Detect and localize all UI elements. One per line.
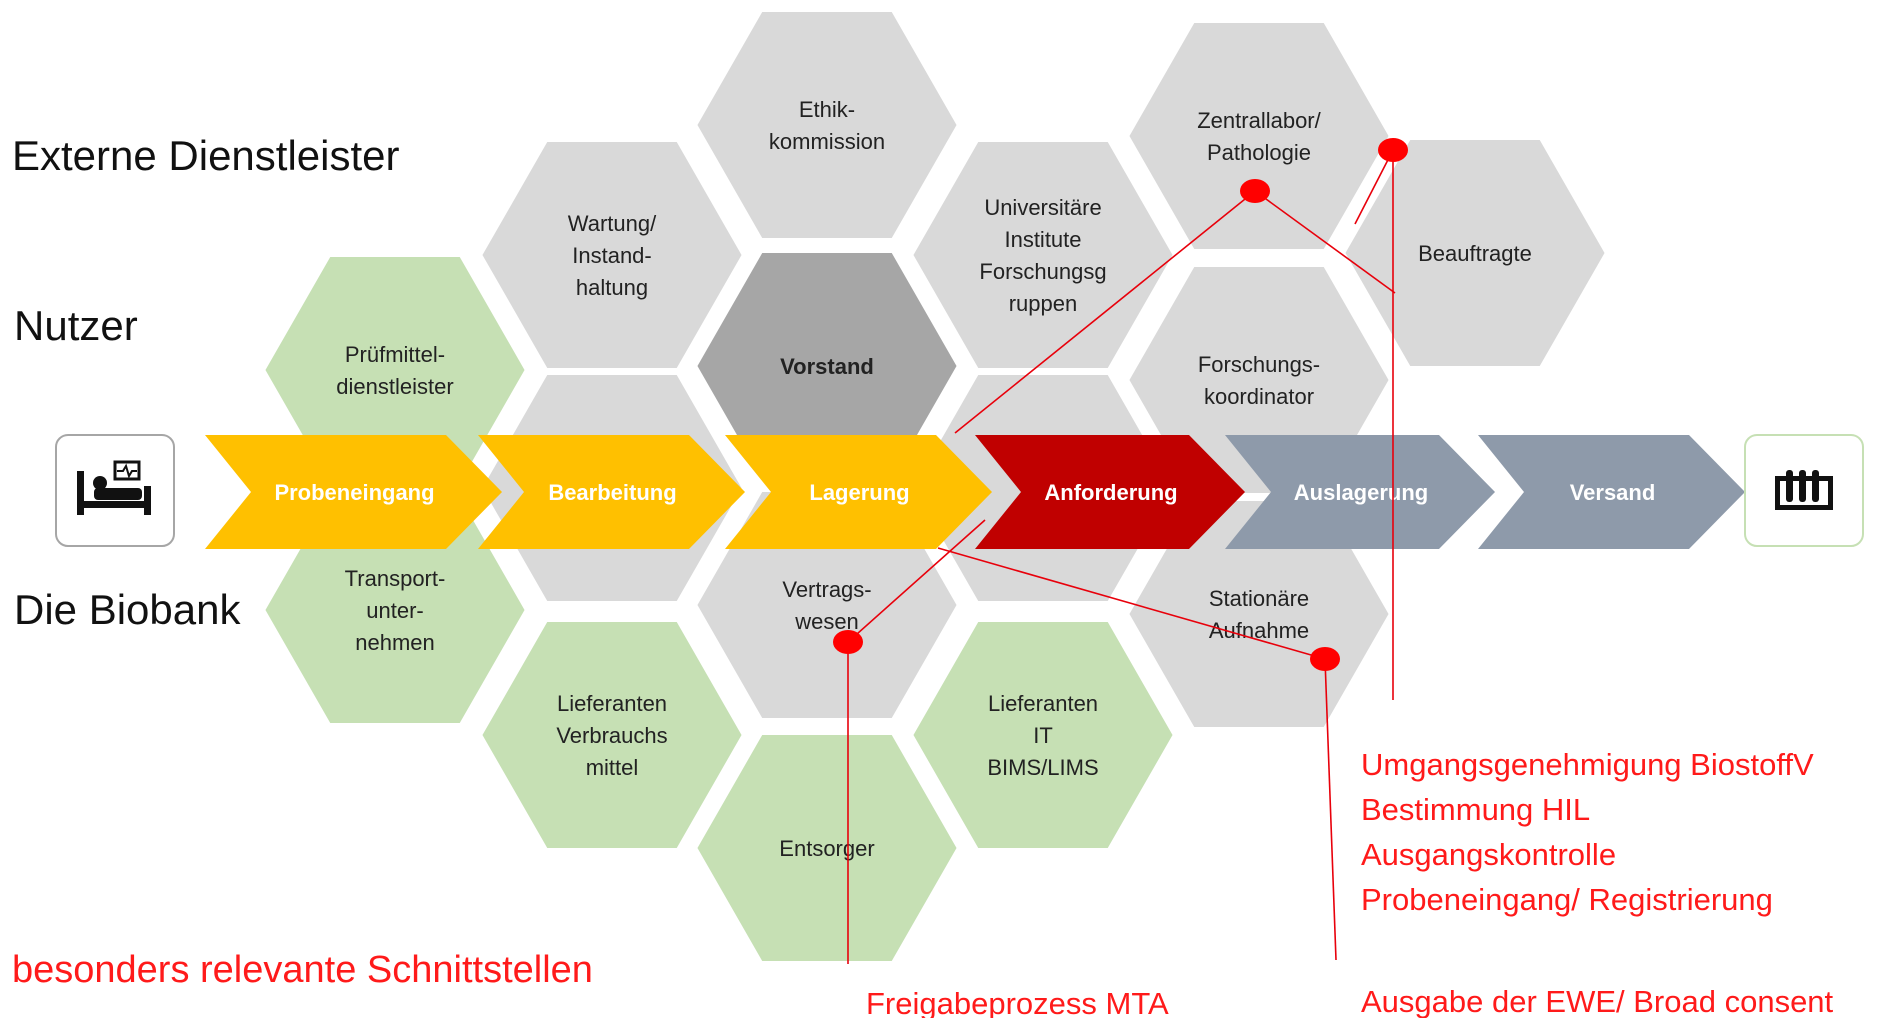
process-step-auslagerung: Auslagerung xyxy=(1225,435,1495,549)
chevron-shape xyxy=(725,435,992,549)
hexagon-label: BIMS/LIMS xyxy=(987,755,1098,780)
hexagon-label: unter- xyxy=(366,598,423,623)
process-chain: Probeneingang Bearbeitung Lagerung Anforder… xyxy=(205,435,1745,549)
end-icon-box xyxy=(1744,434,1864,547)
process-step-label: Probeneingang xyxy=(274,480,434,505)
connector-line xyxy=(1254,190,1396,294)
chevron-shape xyxy=(205,435,502,549)
interface-item: Umgangsgenehmigung BiostoffV xyxy=(1361,747,1814,782)
hexagon-ethik: Ethik-kommission xyxy=(690,6,964,244)
freigabe-label: Freigabeprozess MTA xyxy=(866,986,1169,1018)
hexagon-wartung: Wartung/Instand-haltung xyxy=(475,136,749,374)
hexagon-label: Entsorger xyxy=(779,836,874,861)
hexagon-label: Prüfmittel- xyxy=(345,342,445,367)
chevron-shape xyxy=(1225,435,1495,549)
hexagon-label: kommission xyxy=(769,129,885,154)
label-biobank: Die Biobank xyxy=(14,586,241,633)
hexagon-label: haltung xyxy=(576,275,648,300)
hexagon-label: Ethik- xyxy=(799,97,855,122)
hexagon-label: Forschungsg xyxy=(979,259,1106,284)
process-step-label: Versand xyxy=(1570,480,1656,505)
interface-item: Bestimmung HIL xyxy=(1361,792,1590,827)
hexagon-label: Lieferanten xyxy=(988,691,1098,716)
hexagon-label: Transport- xyxy=(345,566,446,591)
hexagon-label: Institute xyxy=(1004,227,1081,252)
hexagon-entsorger: Entsorger xyxy=(690,729,964,967)
hexagon-label: Lieferanten xyxy=(557,691,667,716)
hexagon-shape xyxy=(1122,17,1396,255)
chevron-shape xyxy=(1478,435,1745,549)
hexagon-shape xyxy=(475,616,749,854)
hexagon-shape xyxy=(906,616,1180,854)
chevron-shape xyxy=(975,435,1245,549)
hexagon-pruefmittel: Prüfmittel-dienstleister xyxy=(258,251,532,489)
test-tube-rack-icon xyxy=(1775,470,1833,510)
hexagon-vorstand: Vorstand xyxy=(690,247,964,485)
hexagon-beauftragte: Beauftragte xyxy=(1338,134,1612,372)
interface-connectors xyxy=(847,149,1396,964)
process-step-label: Auslagerung xyxy=(1294,480,1428,505)
interface-item: Ausgangskontrolle xyxy=(1361,837,1616,872)
hexagon-shape xyxy=(906,136,1180,374)
hexagon-label: Pathologie xyxy=(1207,140,1311,165)
hexagon-shape xyxy=(690,729,964,967)
hexagon-shape xyxy=(690,6,964,244)
interface-dots xyxy=(833,138,1408,671)
hexagon-label: mittel xyxy=(586,755,639,780)
hexagon-label: ruppen xyxy=(1009,291,1078,316)
hospital-bed-icon xyxy=(77,460,151,515)
hexagon-shape xyxy=(1338,134,1612,372)
hexagon-label: nehmen xyxy=(355,630,435,655)
chevron-shape xyxy=(478,435,745,549)
process-step-versand: Versand xyxy=(1478,435,1745,549)
hexagon-label: Universitäre xyxy=(984,195,1101,220)
process-step-lagerung: Lagerung xyxy=(725,435,992,549)
hexagon-label: Beauftragte xyxy=(1418,241,1532,266)
hexagon-label: wesen xyxy=(794,609,859,634)
hexagon-label: Forschungs- xyxy=(1198,352,1320,377)
interface-item: Probeneingang/ Registrierung xyxy=(1361,882,1773,917)
process-step-label: Lagerung xyxy=(809,480,909,505)
interface-dot xyxy=(1240,179,1270,203)
connector-line xyxy=(954,190,1256,434)
hexagon-label: IT xyxy=(1033,723,1053,748)
interface-list: Umgangsgenehmigung BiostoffV Bestimmung … xyxy=(1361,747,1814,917)
hexagon-shape xyxy=(475,136,749,374)
connector-line xyxy=(847,519,986,643)
hexagon-label: Vorstand xyxy=(780,354,874,379)
hexagon-label: Zentrallabor/ xyxy=(1197,108,1321,133)
hexagon-label: Instand- xyxy=(572,243,652,268)
hexagon-label: Verbrauchs xyxy=(556,723,667,748)
interface-dot xyxy=(833,630,863,654)
hexagon-transport: Transport-unter-nehmen xyxy=(258,491,532,729)
hexagon-label: koordinator xyxy=(1204,384,1314,409)
hexagon-zentrallabor: Zentrallabor/Pathologie xyxy=(1122,17,1396,255)
hexagon-label: Stationäre xyxy=(1209,586,1309,611)
label-users: Nutzer xyxy=(14,302,138,349)
process-step-label: Bearbeitung xyxy=(548,480,676,505)
interface-dot xyxy=(1378,138,1408,162)
interfaces-heading: besonders relevante Schnittstellen xyxy=(12,949,593,991)
hexagon-label: dienstleister xyxy=(336,374,453,399)
label-external-providers: Externe Dienstleister xyxy=(12,132,400,179)
hexagon-shape xyxy=(690,247,964,485)
hexagon-label: Wartung/ xyxy=(568,211,657,236)
process-step-bearbeitung: Bearbeitung xyxy=(478,435,745,549)
hexagon-grid: Ethik-kommissionZentrallabor/PathologieW… xyxy=(258,6,1612,967)
process-step-probeneingang: Probeneingang xyxy=(205,435,502,549)
connector-line xyxy=(1324,658,1337,961)
process-step-label: Anforderung xyxy=(1044,480,1177,505)
connector-line xyxy=(937,547,1326,660)
ausgabe-label: Ausgabe der EWE/ Broad consent xyxy=(1361,984,1834,1018)
start-icon-box xyxy=(55,434,175,547)
interface-dot xyxy=(1310,647,1340,671)
connector-line xyxy=(1354,149,1394,225)
process-step-anforderung: Anforderung xyxy=(975,435,1245,549)
hexagon-label: Vertrags- xyxy=(782,577,871,602)
